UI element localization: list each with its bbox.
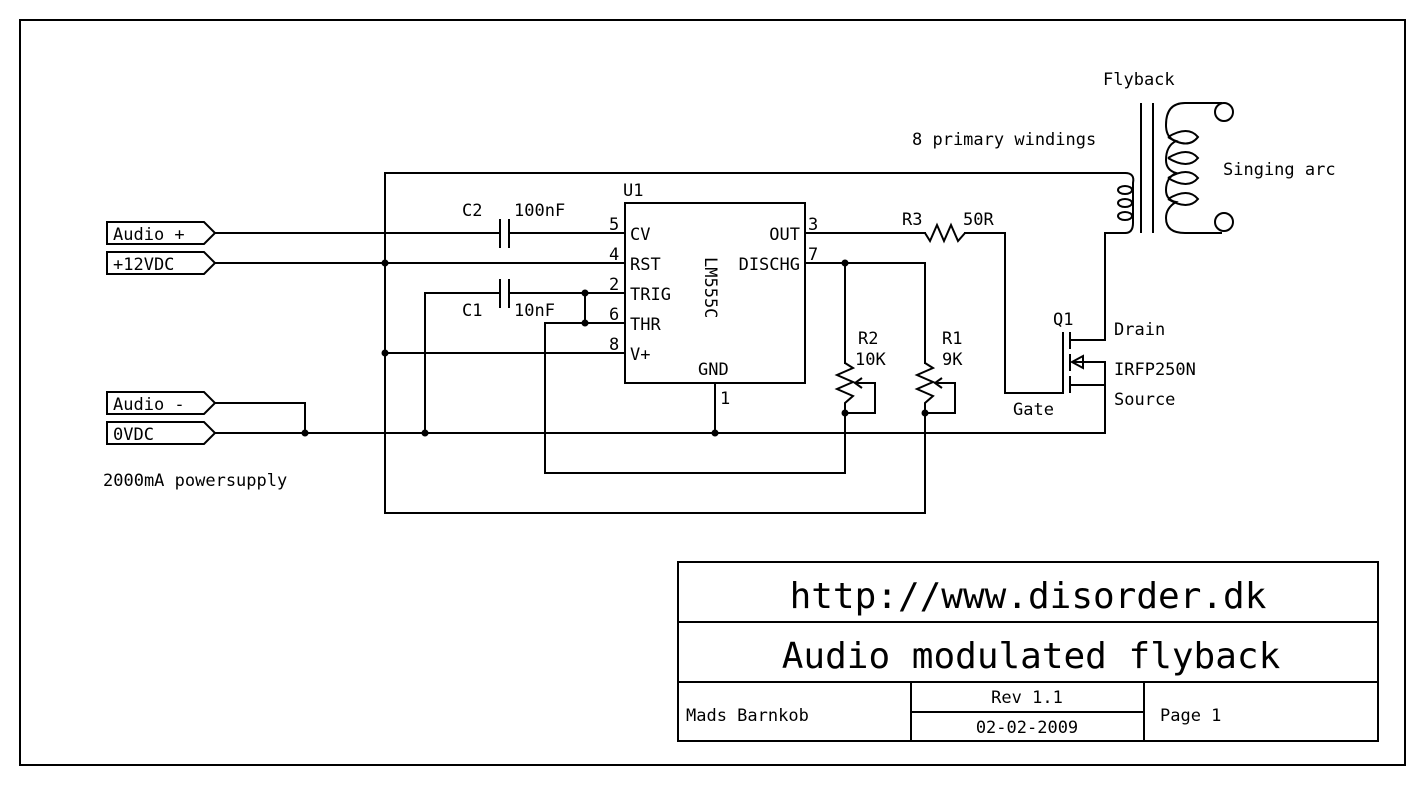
secondary-loop bbox=[1167, 171, 1200, 185]
secondary-loop bbox=[1167, 151, 1200, 165]
wire-r3-gate bbox=[964, 232, 1063, 394]
secondary-coil bbox=[1164, 102, 1222, 234]
r1-ref: R1 bbox=[942, 329, 962, 349]
pin-vplus-name: V+ bbox=[630, 345, 650, 365]
q1-drain-label: Drain bbox=[1114, 320, 1165, 340]
wire-thr-loop bbox=[544, 322, 846, 474]
pin-dischg-name: DISCHG bbox=[739, 255, 800, 275]
title-block-url: http://www.disorder.dk bbox=[790, 576, 1267, 617]
r3-value: 50R bbox=[963, 210, 994, 230]
pin-trig-name: TRIG bbox=[630, 285, 671, 305]
pin-3-num: 3 bbox=[808, 215, 818, 235]
title-block-frame bbox=[677, 561, 1379, 742]
r3-ref: R3 bbox=[902, 210, 922, 230]
pin-rst-name: RST bbox=[630, 255, 661, 275]
capacitor-c2: C2 100nF bbox=[462, 201, 565, 248]
q1-arrow-icon bbox=[1069, 354, 1084, 370]
wire-vcc-loop bbox=[384, 172, 1126, 514]
wire-ground bbox=[214, 384, 1106, 434]
junction-dot bbox=[841, 259, 849, 267]
wire-drain bbox=[1069, 232, 1126, 341]
wire-c1-gnd bbox=[424, 292, 501, 434]
q1-source-label: Source bbox=[1114, 390, 1175, 410]
junction-dot bbox=[711, 429, 719, 437]
title-block-page: Page 1 bbox=[1160, 706, 1221, 726]
capacitor-c1: C1 10nF bbox=[462, 279, 555, 321]
ic-u1-body bbox=[624, 202, 806, 384]
singing-arc-label: Singing arc bbox=[1223, 160, 1336, 180]
junction-dot bbox=[581, 289, 589, 297]
drawing-frame bbox=[19, 19, 1406, 766]
mosfet-q1: Q1 Drain IRFP250N Source Gate bbox=[1013, 310, 1196, 420]
ic-u1: U1 LM555C 5 4 2 6 8 CV RST TRIG THR V+ 3… bbox=[609, 181, 818, 409]
c1-ref: C1 bbox=[462, 301, 482, 321]
port-audio-plus: Audio + bbox=[106, 221, 217, 245]
potentiometer-r1: R1 9K bbox=[914, 329, 963, 414]
secondary-loop bbox=[1167, 130, 1200, 145]
q1-gate-label: Gate bbox=[1013, 400, 1054, 420]
c2-ref: C2 bbox=[462, 201, 482, 221]
title-block-date: 02-02-2009 bbox=[976, 718, 1078, 738]
wires bbox=[214, 172, 1126, 514]
junction-dot bbox=[301, 429, 309, 437]
c2-value: 100nF bbox=[514, 201, 565, 221]
port-12vdc: +12VDC bbox=[106, 251, 217, 275]
q1-ref: Q1 bbox=[1053, 310, 1073, 330]
pin-thr-name: THR bbox=[630, 315, 661, 335]
pin-gnd-name: GND bbox=[698, 360, 729, 380]
r2-value: 10K bbox=[855, 350, 886, 370]
pin-4-num: 4 bbox=[609, 245, 619, 265]
primary-windings-label: 8 primary windings bbox=[912, 130, 1096, 150]
r1-value: 9K bbox=[942, 350, 963, 370]
primary-loop bbox=[1117, 198, 1133, 208]
port-12vdc-label: +12VDC bbox=[113, 255, 174, 275]
junction-dot bbox=[381, 349, 389, 357]
hv-terminal-icon bbox=[1214, 102, 1234, 122]
primary-loop bbox=[1117, 211, 1133, 221]
port-audio-plus-label: Audio + bbox=[113, 225, 185, 245]
primary-loop bbox=[1117, 185, 1133, 195]
port-audio-minus: Audio - bbox=[106, 391, 217, 415]
r2-ref: R2 bbox=[858, 329, 878, 349]
pin-5-num: 5 bbox=[609, 215, 619, 235]
pin-1-num: 1 bbox=[720, 389, 730, 409]
pin-6-num: 6 bbox=[609, 305, 619, 325]
wire-audio-minus bbox=[214, 402, 306, 434]
c1-value: 10nF bbox=[514, 301, 555, 321]
hv-terminal-icon bbox=[1214, 212, 1234, 232]
u1-ref: U1 bbox=[623, 181, 643, 201]
power-supply-note: 2000mA powersupply bbox=[103, 471, 287, 491]
potentiometer-r2: R2 10K bbox=[834, 329, 886, 414]
u1-part: LM555C bbox=[700, 257, 720, 318]
port-audio-minus-label: Audio - bbox=[113, 395, 185, 415]
pin-2-num: 2 bbox=[609, 275, 619, 295]
title-block-author: Mads Barnkob bbox=[686, 706, 809, 726]
title-block-revision: Rev 1.1 bbox=[991, 688, 1063, 708]
pin-8-num: 8 bbox=[609, 335, 619, 355]
pin-out-name: OUT bbox=[769, 225, 800, 245]
flyback-transformer: Flyback 8 primary windings Singing arc bbox=[912, 70, 1336, 234]
secondary-loop bbox=[1167, 192, 1200, 206]
resistor-r3: R3 50R bbox=[902, 210, 994, 244]
junction-dot bbox=[421, 429, 429, 437]
q1-part: IRFP250N bbox=[1114, 360, 1196, 380]
pin-cv-name: CV bbox=[630, 225, 650, 245]
port-0vdc: 0VDC bbox=[106, 421, 217, 445]
title-block-title: Audio modulated flyback bbox=[782, 636, 1281, 677]
pin-7-num: 7 bbox=[808, 245, 818, 265]
port-0vdc-label: 0VDC bbox=[113, 425, 154, 445]
flyback-label: Flyback bbox=[1103, 70, 1175, 90]
junction-dot bbox=[581, 319, 589, 327]
title-block: http://www.disorder.dk Audio modulated f… bbox=[677, 561, 1379, 742]
junction-dot bbox=[381, 259, 389, 267]
